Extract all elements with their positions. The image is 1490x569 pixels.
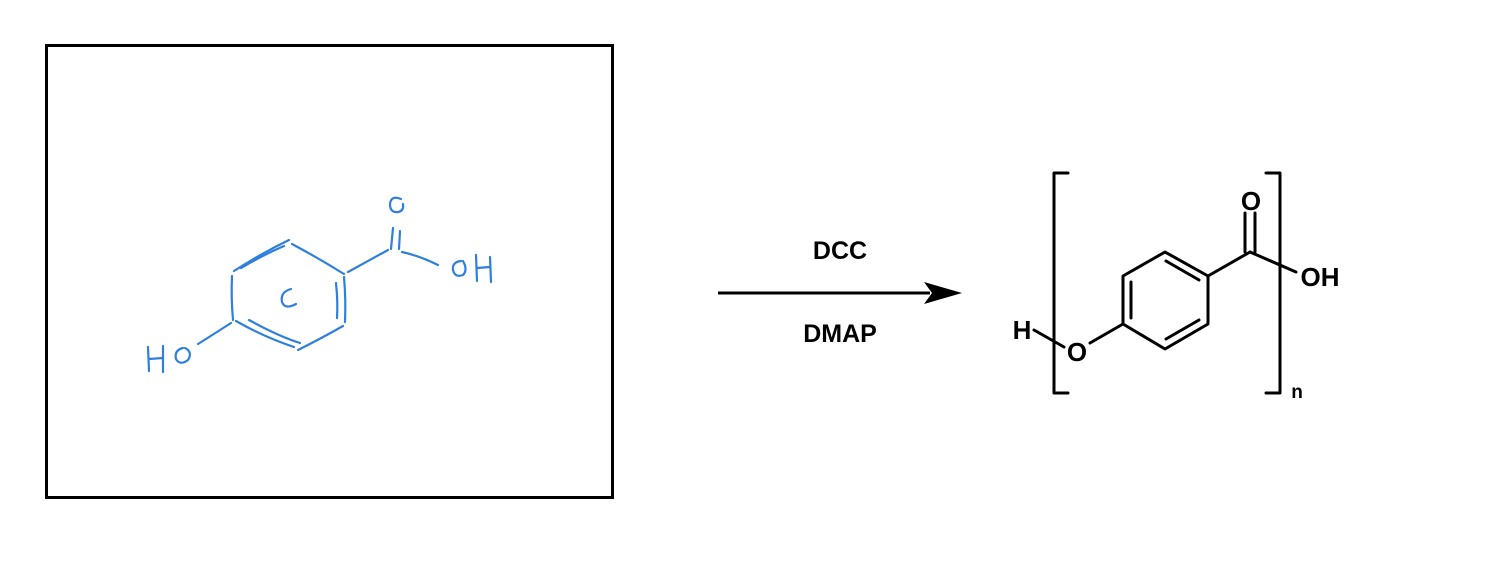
carbonyl-oxygen-glyph xyxy=(388,196,405,214)
carbonyl-bond-1 xyxy=(389,226,395,251)
ring-stroke-bottom-left xyxy=(234,319,296,349)
bond-ring-to-carbonyl xyxy=(1206,250,1252,278)
carbonyl-oxygen: O xyxy=(1241,186,1261,216)
arrow-head xyxy=(924,282,962,304)
left-bracket xyxy=(1052,171,1070,395)
ring-stroke-top-left xyxy=(232,238,291,273)
ring-inner-stroke-left xyxy=(239,244,286,270)
terminal-oh: OH xyxy=(1301,262,1340,292)
ether-oxygen: O xyxy=(1067,337,1087,367)
ring-double-bond-bottom xyxy=(1164,318,1201,341)
reaction-arrow: DCC DMAP xyxy=(718,237,962,348)
carbonyl-bond-2 xyxy=(397,229,402,251)
right-bracket xyxy=(1264,171,1282,395)
ring-inner-stroke-right xyxy=(334,281,339,320)
oh-h-bar xyxy=(475,265,492,270)
ring-center-mark xyxy=(280,287,298,308)
bond-h-to-o xyxy=(1032,328,1066,349)
drawing-box-border xyxy=(45,44,614,499)
product-structure: H O O OH n xyxy=(1013,171,1340,403)
bond-ring-to-carbon xyxy=(346,248,390,274)
bond-ring-to-ho xyxy=(196,321,233,346)
benzene-ring xyxy=(1121,250,1210,351)
oh-o-glyph xyxy=(451,259,467,277)
repeat-subscript-n: n xyxy=(1291,382,1303,403)
reagent-top-label: DCC xyxy=(813,237,867,265)
ho-o-glyph xyxy=(174,346,192,364)
ring-double-bond-top xyxy=(1164,259,1201,282)
sketched-molecule xyxy=(146,196,493,374)
bond-o-to-ring xyxy=(1088,322,1125,345)
end-group-h: H xyxy=(1013,315,1032,345)
bond-carbonyl-to-oh xyxy=(1248,250,1298,274)
ring-stroke-right xyxy=(342,275,347,324)
bond-carbon-to-oh xyxy=(400,250,440,267)
oh-h-right xyxy=(488,255,493,284)
ho-h-bar xyxy=(147,356,165,361)
ring-stroke-bottom-right xyxy=(296,324,345,352)
ring-inner-stroke-bottom xyxy=(247,318,302,345)
ring-stroke-left xyxy=(230,274,235,322)
drawing-area[interactable] xyxy=(45,44,614,499)
reagent-bottom-label: DMAP xyxy=(803,320,877,348)
ring-stroke-top-right xyxy=(290,242,346,276)
